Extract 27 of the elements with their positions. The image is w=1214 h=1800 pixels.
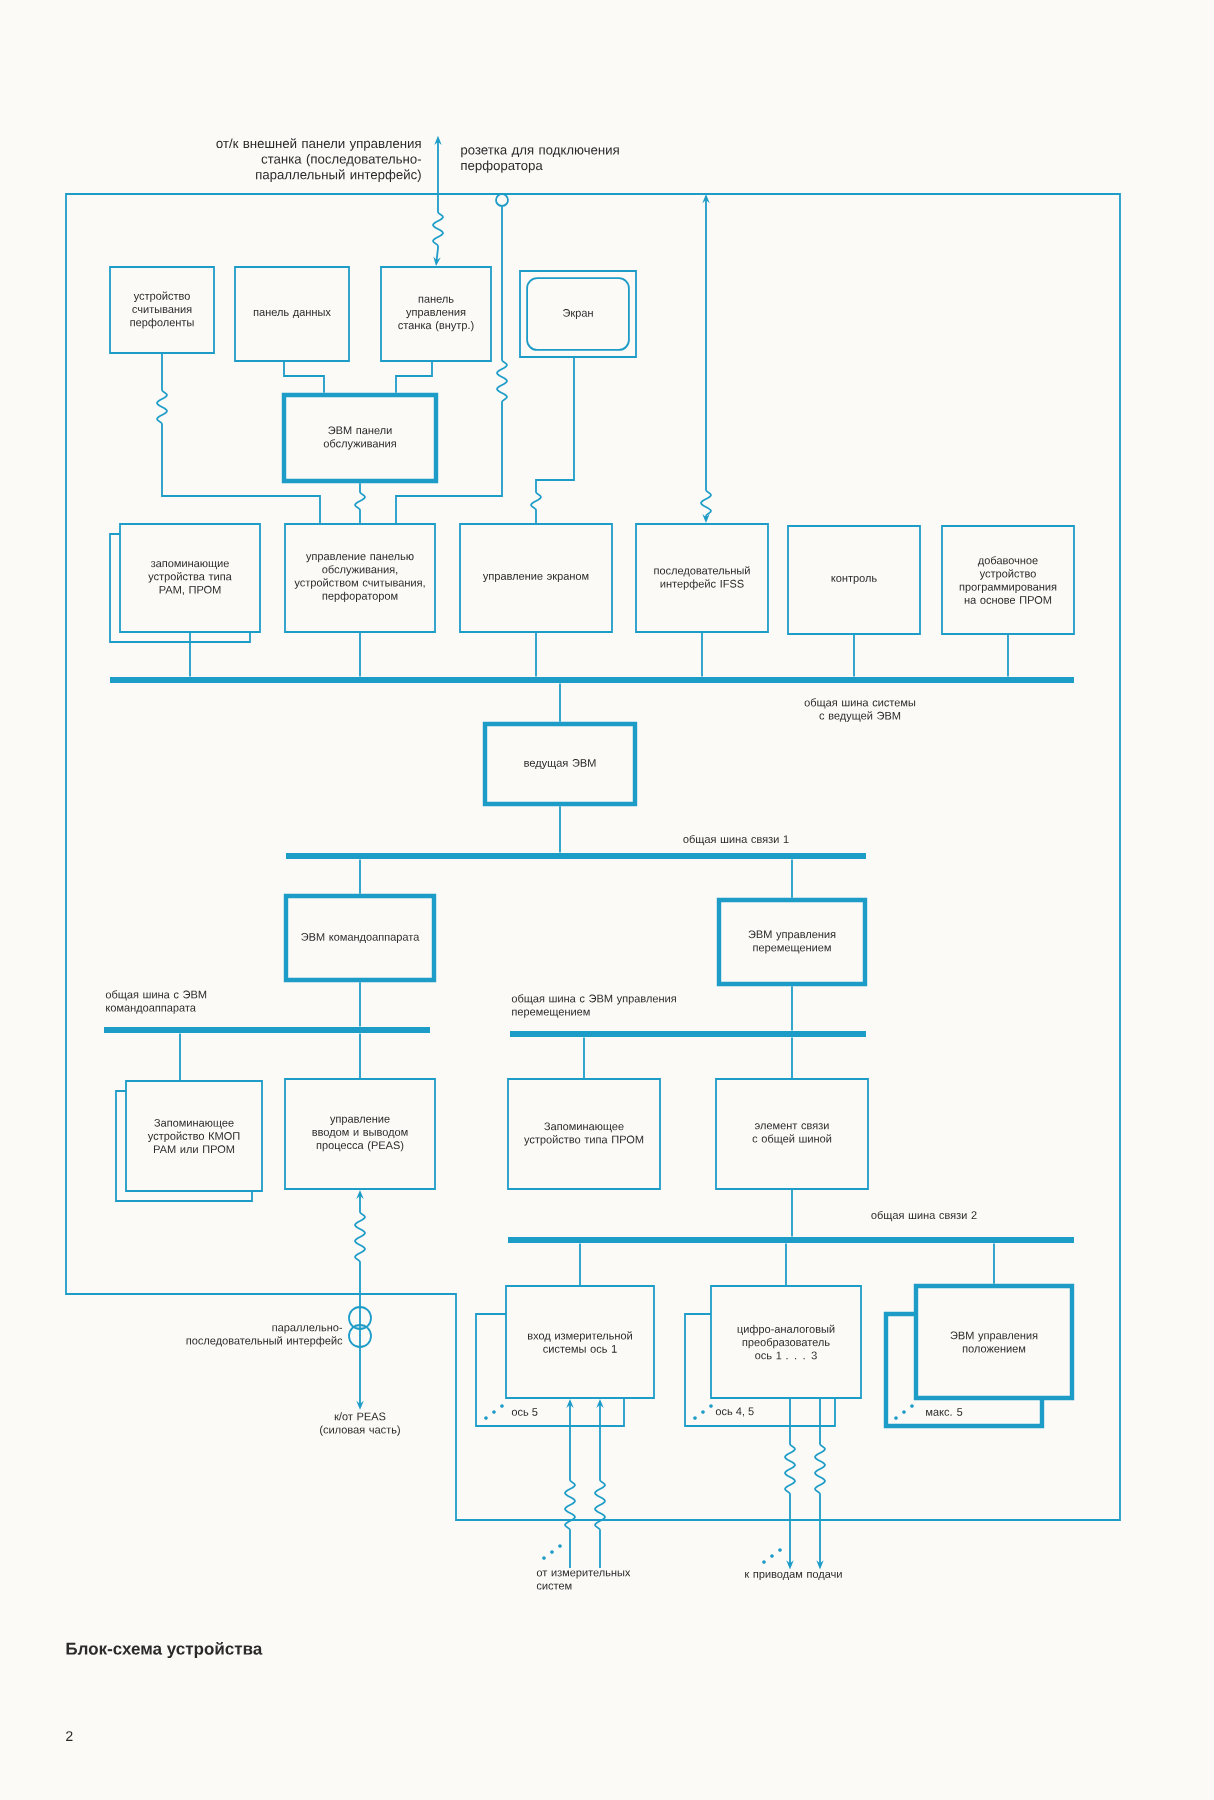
connector <box>359 858 361 895</box>
connector <box>359 632 361 678</box>
connector <box>189 632 191 678</box>
connector <box>791 985 793 1032</box>
connector <box>283 361 325 394</box>
connector <box>395 206 508 524</box>
caption: Блок-схема устройства <box>66 1641 263 1659</box>
connector <box>791 1036 793 1079</box>
connector <box>535 632 537 678</box>
connector <box>791 1189 793 1238</box>
connector <box>359 981 361 1028</box>
connector <box>179 1032 181 1081</box>
connector <box>579 1242 581 1286</box>
connector <box>359 1032 361 1079</box>
connector <box>583 1036 585 1079</box>
connector <box>530 357 575 524</box>
connector <box>395 361 433 394</box>
connector <box>354 482 366 524</box>
connector <box>559 682 561 723</box>
connector <box>701 632 703 678</box>
connector <box>156 353 321 524</box>
connector <box>993 1242 995 1285</box>
connector <box>559 805 561 854</box>
connector <box>853 634 855 678</box>
connector <box>785 1242 787 1286</box>
connector <box>791 858 793 899</box>
connector <box>1007 634 1009 678</box>
